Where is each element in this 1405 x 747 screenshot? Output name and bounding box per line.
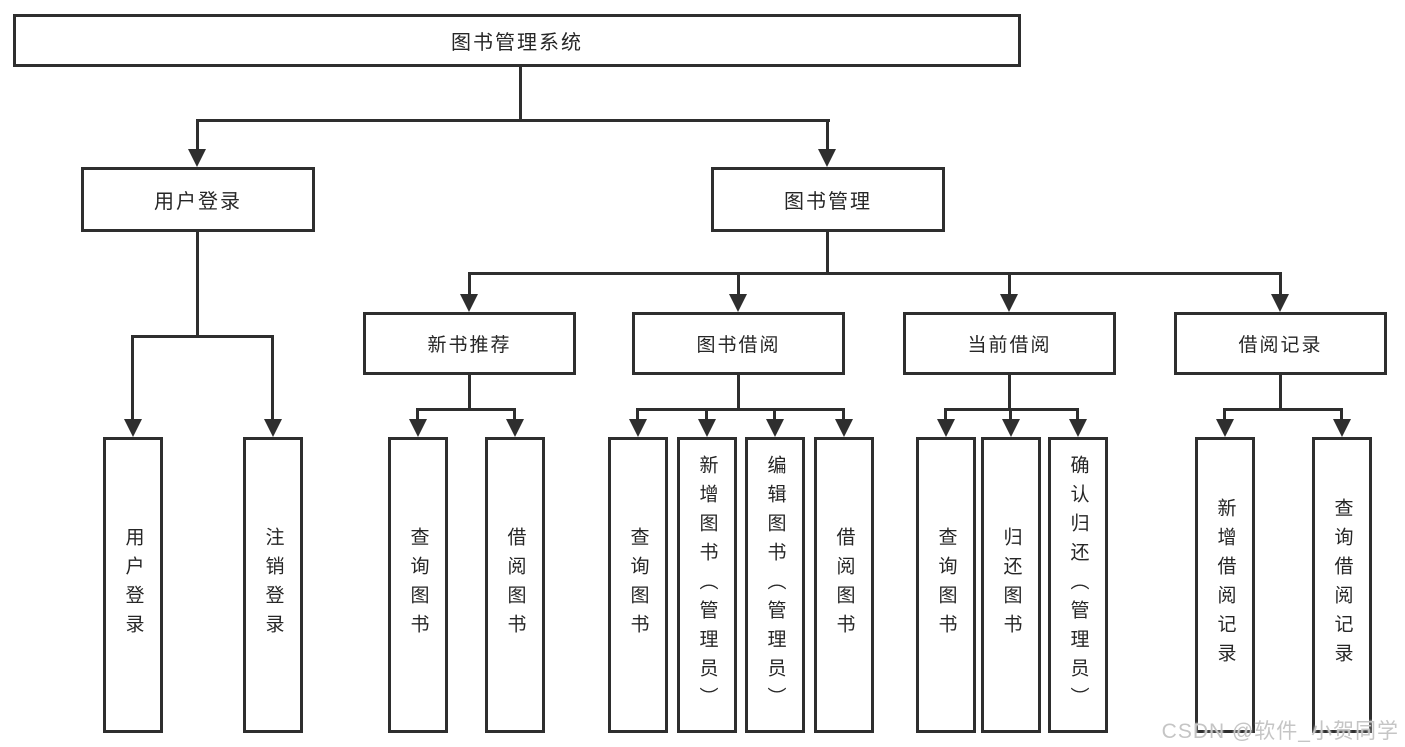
node-root-label: 图书管理系统 xyxy=(451,32,583,54)
node-book-management-label: 图书管理 xyxy=(784,191,872,213)
node-book-borrowing-label: 图书借阅 xyxy=(696,335,781,356)
connector-drop-c3 xyxy=(773,408,776,421)
leaf-edit-books-admin: 编辑图书（管理员） xyxy=(745,437,805,733)
node-current-borrowing: 当前借阅 xyxy=(903,312,1116,375)
node-new-book-recommend: 新书推荐 xyxy=(363,312,576,375)
csdn-watermark: CSDN @软件_小贺同学 xyxy=(1161,720,1399,743)
node-current-borrowing-label: 当前借阅 xyxy=(967,335,1052,356)
connector-drop-borrow-records xyxy=(1279,272,1282,296)
node-root: 图书管理系统 xyxy=(13,14,1021,67)
leaf-query-books-recommend-label: 查询图书 xyxy=(407,527,429,643)
connector-drop-d3 xyxy=(1076,408,1079,421)
leaf-add-books-admin-label: 新增图书（管理员） xyxy=(696,454,718,716)
connector-user-login-branch xyxy=(131,335,274,338)
leaf-return-books: 归还图书 xyxy=(981,437,1041,733)
leaf-add-borrow-record: 新增借阅记录 xyxy=(1195,437,1255,733)
connector-drop-c2 xyxy=(705,408,708,421)
arrow-book-mgmt xyxy=(818,149,836,167)
connector-drop-e2 xyxy=(1340,408,1343,421)
arrow-new-books xyxy=(460,294,478,312)
connector-book-mgmt-branch xyxy=(468,272,1282,275)
connector-drop-c4 xyxy=(842,408,845,421)
connector-drop-c1 xyxy=(636,408,639,421)
leaf-confirm-return-admin-label: 确认归还（管理员） xyxy=(1067,454,1089,716)
leaf-query-books-recommend: 查询图书 xyxy=(388,437,448,733)
leaf-add-books-admin: 新增图书（管理员） xyxy=(677,437,737,733)
leaf-query-books-current: 查询图书 xyxy=(916,437,976,733)
connector-drop-current-borrow xyxy=(1008,272,1011,296)
connector-book-borrow-leafbranch xyxy=(636,408,845,411)
leaf-query-books-borrowing-label: 查询图书 xyxy=(627,527,649,643)
leaf-borrow-books-recommend-label: 借阅图书 xyxy=(504,527,526,643)
connector-drop-user-login xyxy=(196,119,199,150)
connector-drop-e1 xyxy=(1223,408,1226,421)
arrow-d2 xyxy=(1002,419,1020,437)
connector-drop-book-borrow xyxy=(737,272,740,296)
arrow-e1 xyxy=(1216,419,1234,437)
arrow-borrow-records xyxy=(1271,294,1289,312)
arrow-b2 xyxy=(506,419,524,437)
arrow-login xyxy=(124,419,142,437)
leaf-logout: 注销登录 xyxy=(243,437,303,733)
leaf-query-borrow-record: 查询借阅记录 xyxy=(1312,437,1372,733)
connector-user-login-stub xyxy=(196,232,199,335)
connector-drop-login xyxy=(131,335,134,421)
node-borrowing-records-label: 借阅记录 xyxy=(1238,335,1323,356)
arrow-d3 xyxy=(1069,419,1087,437)
connector-drop-d1 xyxy=(944,408,947,421)
leaf-borrow-books-borrowing-label: 借阅图书 xyxy=(833,527,855,643)
node-new-book-recommend-label: 新书推荐 xyxy=(427,335,512,356)
leaf-user-login: 用户登录 xyxy=(103,437,163,733)
arrow-user-login xyxy=(188,149,206,167)
arrow-book-borrow xyxy=(729,294,747,312)
leaf-borrow-books-borrowing: 借阅图书 xyxy=(814,437,874,733)
arrow-current-borrow xyxy=(1000,294,1018,312)
arrow-c2 xyxy=(698,419,716,437)
node-book-borrowing: 图书借阅 xyxy=(632,312,845,375)
connector-drop-book-mgmt xyxy=(826,119,829,150)
connector-drop-b1 xyxy=(416,408,419,421)
arrow-logout xyxy=(264,419,282,437)
connector-book-borrow-stub xyxy=(737,375,740,411)
arrow-c1 xyxy=(629,419,647,437)
node-borrowing-records: 借阅记录 xyxy=(1174,312,1387,375)
arrow-e2 xyxy=(1333,419,1351,437)
leaf-return-books-label: 归还图书 xyxy=(1000,527,1022,643)
leaf-query-books-current-label: 查询图书 xyxy=(935,527,957,643)
arrow-c4 xyxy=(835,419,853,437)
connector-drop-logout xyxy=(271,335,274,421)
connector-drop-b2 xyxy=(513,408,516,421)
connector-root-stub xyxy=(519,67,522,119)
arrow-b1 xyxy=(409,419,427,437)
arrow-d1 xyxy=(937,419,955,437)
connector-current-borrow-stub xyxy=(1008,375,1011,411)
connector-new-books-stub xyxy=(468,375,471,411)
connector-borrow-records-leafbranch xyxy=(1223,408,1343,411)
arrow-c3 xyxy=(766,419,784,437)
leaf-user-login-label: 用户登录 xyxy=(122,527,144,643)
connector-root-branch xyxy=(196,119,830,122)
connector-drop-d2 xyxy=(1009,408,1012,421)
connector-drop-new-books xyxy=(468,272,471,296)
leaf-query-borrow-record-label: 查询借阅记录 xyxy=(1331,498,1353,672)
node-user-login: 用户登录 xyxy=(81,167,315,232)
node-book-management: 图书管理 xyxy=(711,167,945,232)
connector-borrow-records-stub xyxy=(1279,375,1282,411)
leaf-confirm-return-admin: 确认归还（管理员） xyxy=(1048,437,1108,733)
leaf-logout-label: 注销登录 xyxy=(262,527,284,643)
leaf-query-books-borrowing: 查询图书 xyxy=(608,437,668,733)
leaf-borrow-books-recommend: 借阅图书 xyxy=(485,437,545,733)
connector-new-books-leafbranch xyxy=(416,408,516,411)
node-user-login-label: 用户登录 xyxy=(154,191,242,213)
leaf-edit-books-admin-label: 编辑图书（管理员） xyxy=(764,454,786,716)
connector-book-mgmt-stub xyxy=(826,232,829,272)
leaf-add-borrow-record-label: 新增借阅记录 xyxy=(1214,498,1236,672)
